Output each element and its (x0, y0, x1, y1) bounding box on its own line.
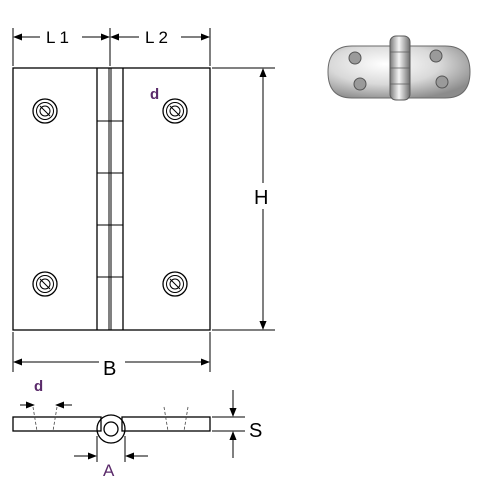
countersink-right (163, 406, 189, 432)
dimension-l1-l2: L 1 L 2 (12, 27, 211, 66)
label-h: H (254, 187, 268, 209)
label-s: S (249, 420, 262, 442)
hole-bottom-right (162, 271, 188, 297)
label-a: A (103, 461, 115, 480)
label-l2: L 2 (145, 28, 168, 47)
knuckle-segments (97, 120, 123, 278)
countersink-left (32, 406, 58, 432)
hole-top-right (162, 98, 188, 124)
label-d-front: d (150, 86, 159, 103)
knuckle-pin (103, 421, 119, 437)
label-d-side: d (34, 378, 43, 395)
label-l1: L 1 (46, 28, 69, 47)
photo-holes (348, 49, 449, 91)
label-b: B (103, 358, 116, 380)
dimension-h: H (212, 67, 276, 331)
side-view: d A S (12, 378, 262, 480)
knuckle-outer (96, 414, 126, 444)
hinge-photo (327, 35, 471, 101)
front-view: d (12, 67, 211, 331)
hole-bottom-left (32, 271, 58, 297)
leaf-left (12, 416, 102, 432)
hole-top-left (32, 98, 58, 124)
dimension-b: B (12, 332, 211, 380)
photo-knuckle-segments (390, 51, 410, 85)
